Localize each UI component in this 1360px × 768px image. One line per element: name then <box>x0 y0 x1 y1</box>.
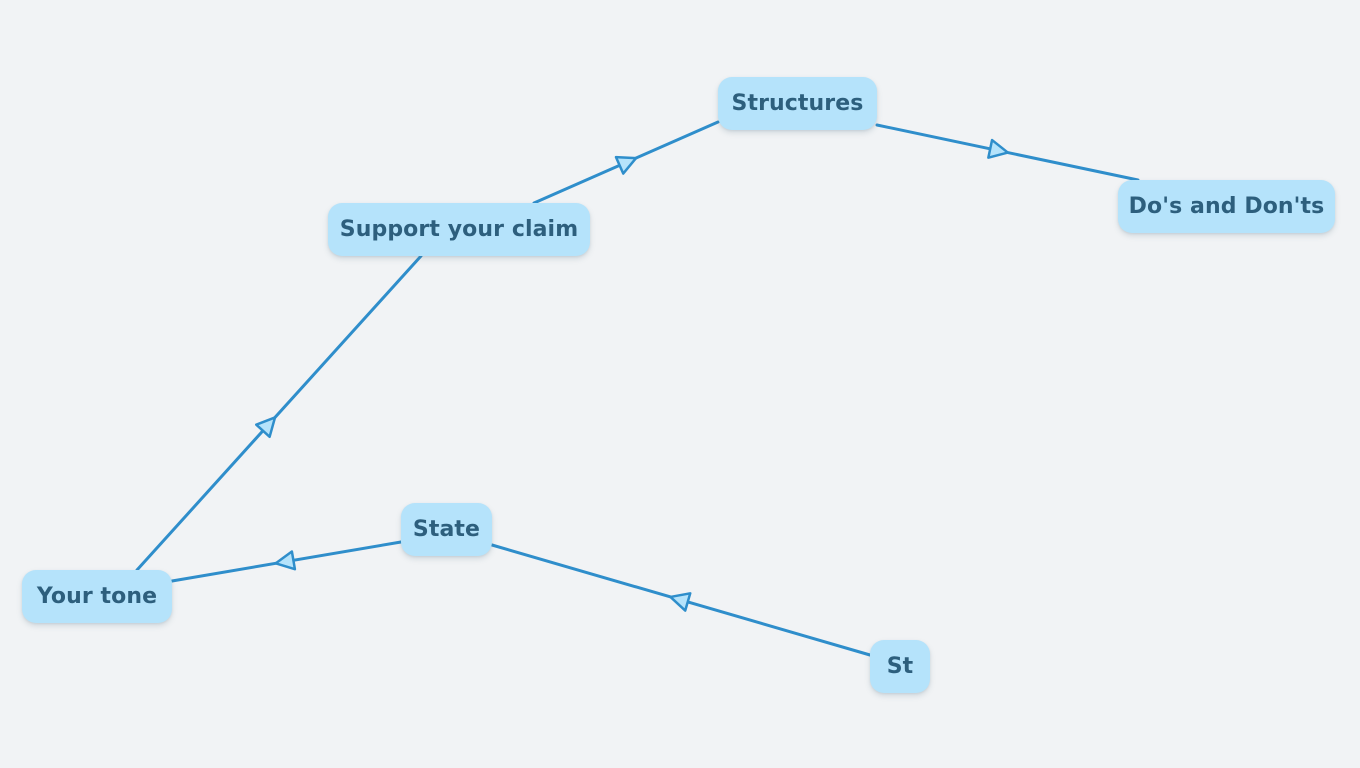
node-dos-and-donts[interactable]: Do's and Don'ts <box>1118 180 1335 233</box>
node-your-tone[interactable]: Your tone <box>22 570 172 623</box>
edge-structures-dos-and-donts-arrowhead-icon <box>987 138 1010 159</box>
edge-structures-dos-and-donts <box>875 123 1140 182</box>
node-label-state: State <box>412 517 481 542</box>
edge-state-your-tone-line <box>170 540 403 583</box>
edge-state-your-tone <box>170 540 403 583</box>
node-label-st: St <box>886 654 914 679</box>
node-label-support-your-claim: Support your claim <box>339 217 579 242</box>
edge-st-state-arrowhead-icon <box>669 592 692 612</box>
node-structures[interactable]: Structures <box>718 77 877 130</box>
node-label-structures: Structures <box>731 91 864 116</box>
edge-st-state-line <box>490 543 872 657</box>
edge-state-your-tone-arrowhead-icon <box>274 550 297 571</box>
edge-structures-dos-and-donts-line <box>875 123 1140 182</box>
edge-your-tone-support-your-claim-arrowhead-icon <box>255 416 277 439</box>
edge-your-tone-support-your-claim-line <box>135 254 423 572</box>
edge-support-your-claim-structures-arrowhead-icon <box>614 155 638 175</box>
edge-st-state <box>490 543 872 657</box>
edge-support-your-claim-structures-line <box>532 120 720 205</box>
node-label-your-tone: Your tone <box>36 584 158 609</box>
node-support-your-claim[interactable]: Support your claim <box>328 203 590 256</box>
node-st[interactable]: St <box>870 640 930 693</box>
edge-support-your-claim-structures <box>532 120 720 205</box>
node-label-dos-and-donts: Do's and Don'ts <box>1128 194 1325 219</box>
node-state[interactable]: State <box>401 503 492 556</box>
edge-your-tone-support-your-claim <box>135 254 423 572</box>
